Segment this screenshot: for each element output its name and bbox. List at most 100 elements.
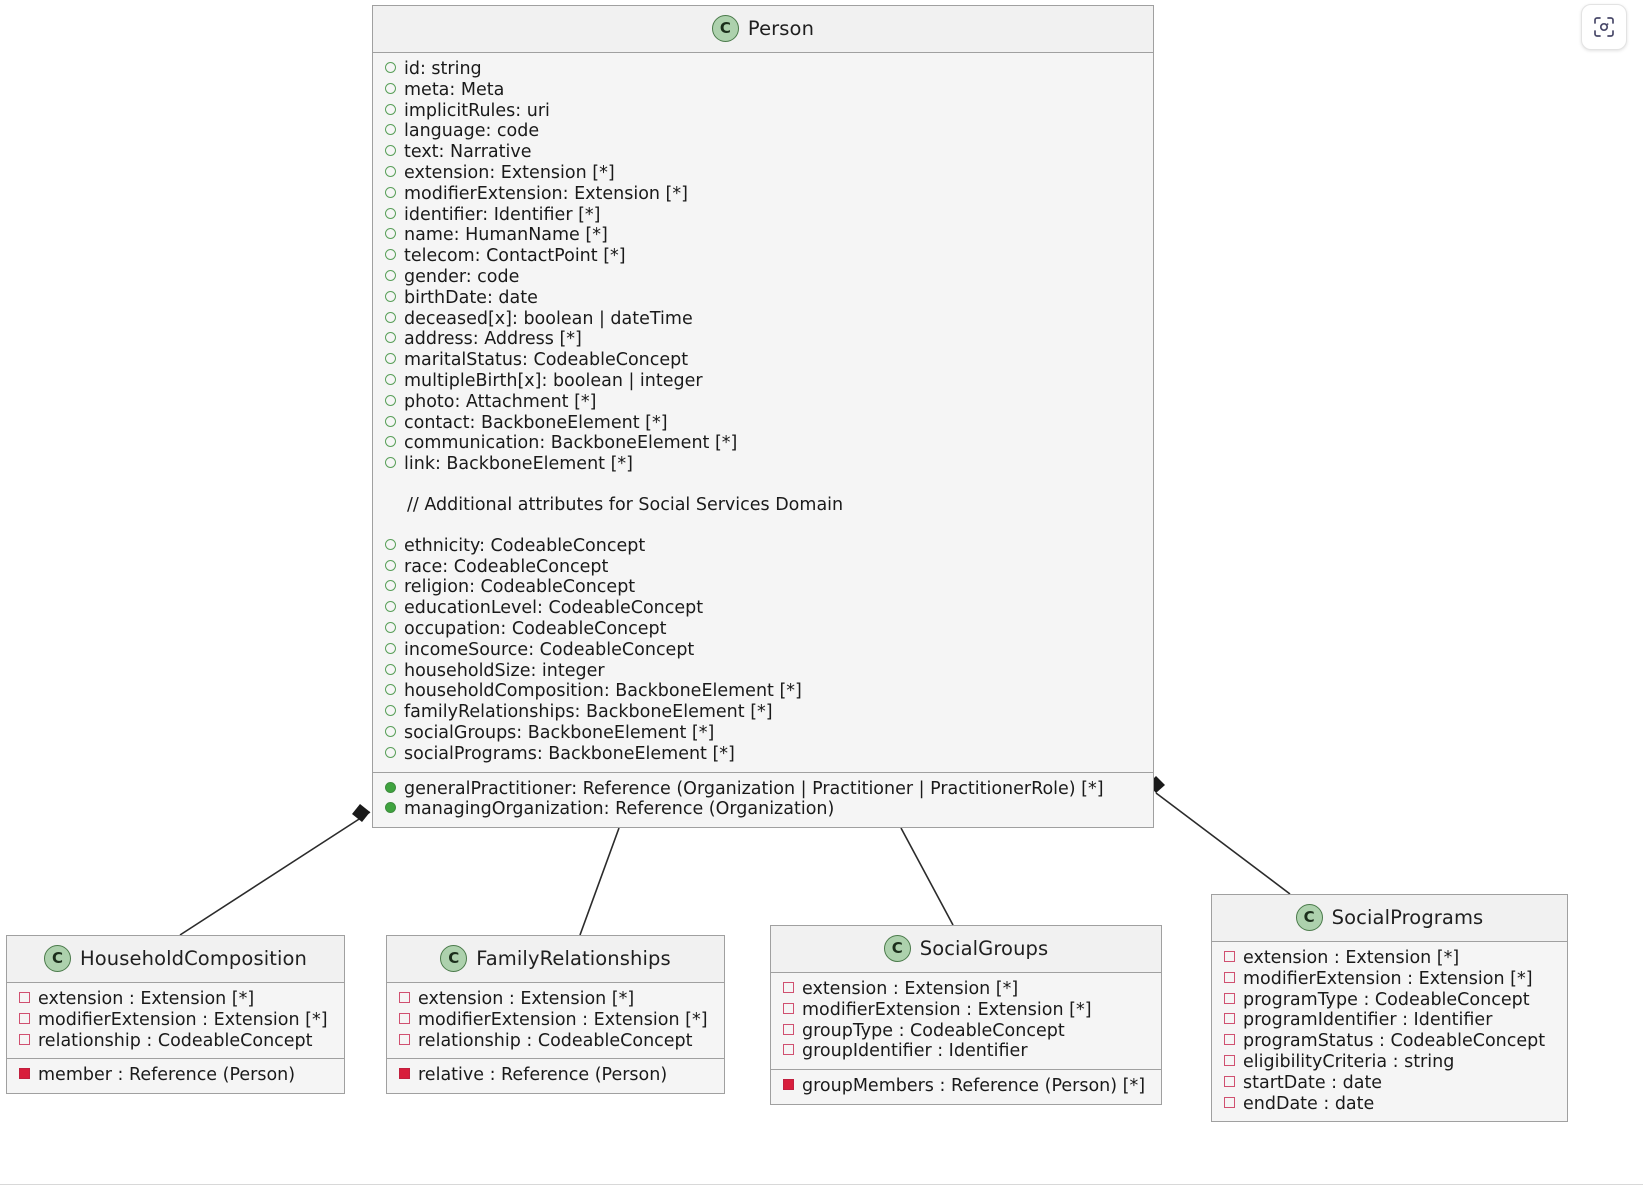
class-section-references: generalPractitioner: Reference (Organiza… [373,771,1153,828]
class-attribute-row: occupation: CodeableConcept [373,619,1153,640]
class-attribute-text: extension : Extension [*] [1243,948,1460,968]
visibility-protected-icon [385,601,396,613]
class-attribute-text: programStatus : CodeableConcept [1243,1031,1546,1052]
class-section-attributes: extension : Extension [*]modifierExtensi… [771,973,1161,1069]
class-section-attributes: extension : Extension [*]modifierExtensi… [387,983,724,1058]
class-attribute-row: member : Reference (Person) [7,1065,344,1086]
class-attribute-text: eligibilityCriteria : string [1243,1051,1455,1072]
class-attribute-row: implicitRules: uri [373,101,1153,122]
visibility-protected-icon [385,82,396,94]
visibility-protected-icon [385,373,396,385]
scan-focus-button[interactable] [1581,4,1627,50]
class-attribute-row: socialGroups: BackboneElement [*] [373,723,1153,744]
class-title-socialprograms: SocialPrograms [1331,906,1484,929]
class-attribute-text: identifier: Identifier [*] [404,204,601,225]
scan-focus-icon [1594,17,1614,37]
class-attribute-text: extension : Extension [*] [38,989,255,1009]
visibility-private-icon [783,1023,794,1035]
class-attribute-row: familyRelationships: BackboneElement [*] [373,702,1153,723]
class-attribute-text: link: BackboneElement [*] [404,454,633,475]
class-attribute-row: meta: Meta [373,80,1153,101]
class-attribute-row: contact: BackboneElement [*] [373,413,1153,434]
class-attribute-text: groupIdentifier : Identifier [802,1041,1028,1062]
class-title-householdcomposition: HouseholdComposition [80,947,307,970]
visibility-protected-icon [385,415,396,427]
visibility-protected-icon [385,186,396,198]
visibility-private-icon [1224,1075,1235,1087]
class-attribute-text: startDate : date [1243,1072,1383,1093]
visibility-private-icon [783,1044,794,1056]
class-attribute-row: extension: Extension [*] [373,163,1153,184]
class-box-householdcomposition[interactable]: C HouseholdComposition extension : Exten… [6,935,345,1095]
visibility-private-icon [1224,1054,1235,1066]
class-attribute-text: address: Address [*] [404,329,582,350]
visibility-protected-icon [385,621,396,633]
bottom-divider [0,1184,1643,1185]
visibility-protected-icon [385,684,396,696]
visibility-private-icon [399,1033,410,1045]
class-attribute-row: extension : Extension [*] [387,989,724,1010]
class-attribute-text: member : Reference (Person) [38,1065,296,1086]
class-section-attributes: extension : Extension [*]modifierExtensi… [7,983,344,1058]
class-attribute-row: photo: Attachment [*] [373,392,1153,413]
visibility-private-icon [19,992,30,1003]
class-header-householdcomposition: C HouseholdComposition [7,936,344,983]
class-attribute-row: eligibilityCriteria : string [1212,1052,1567,1073]
visibility-protected-icon [385,580,396,592]
class-attribute-text: photo: Attachment [*] [404,391,597,412]
visibility-protected-icon [385,145,396,157]
visibility-private-icon [399,992,410,1003]
visibility-protected-icon [385,103,396,115]
class-attribute-text: familyRelationships: BackboneElement [*] [404,702,773,723]
visibility-private-icon [19,1033,30,1045]
class-attribute-text: race: CodeableConcept [404,556,609,577]
class-box-familyrelationships[interactable]: C FamilyRelationships extension : Extens… [386,935,725,1095]
visibility-protected-icon [385,642,396,654]
class-attribute-row: name: HumanName [*] [373,225,1153,246]
class-attribute-row: programStatus : CodeableConcept [1212,1031,1567,1052]
class-attribute-row: endDate : date [1212,1094,1567,1115]
class-attribute-row: language: code [373,121,1153,142]
visibility-private-filled-icon [783,1079,794,1091]
class-attribute-row: relationship : CodeableConcept [7,1031,344,1052]
visibility-private-filled-icon [399,1068,410,1080]
class-section-references: relative : Reference (Person) [387,1058,724,1093]
visibility-protected-icon [385,311,396,323]
class-attribute-row: religion: CodeableConcept [373,577,1153,598]
class-attribute-row: educationLevel: CodeableConcept [373,598,1153,619]
class-attribute-text: gender: code [404,266,520,287]
class-attribute-text: modifierExtension : Extension [*] [38,1009,328,1030]
class-attribute-row: householdComposition: BackboneElement [*… [373,681,1153,702]
class-attribute-text: modifierExtension : Extension [*] [1243,968,1533,989]
visibility-private-icon [1224,1096,1235,1108]
class-attribute-row: birthDate: date [373,288,1153,309]
class-attribute-text: id: string [404,59,482,79]
visibility-protected-icon [385,124,396,136]
visibility-protected-icon [385,436,396,448]
visibility-private-icon [1224,992,1235,1004]
class-icon: C [883,935,911,962]
class-attribute-row: identifier: Identifier [*] [373,205,1153,226]
class-attribute-row: relative : Reference (Person) [387,1065,724,1086]
class-attribute-text: relationship : CodeableConcept [38,1030,313,1051]
class-attribute-text: educationLevel: CodeableConcept [404,598,704,619]
class-attribute-row: extension : Extension [*] [7,989,344,1010]
class-attribute-row: race: CodeableConcept [373,557,1153,578]
class-box-socialprograms[interactable]: C SocialPrograms extension : Extension [… [1211,894,1568,1123]
class-comment: // Additional attributes for Social Serv… [373,495,1153,516]
class-attribute-text: programIdentifier : Identifier [1243,1010,1493,1031]
class-attribute-row: programIdentifier : Identifier [1212,1010,1567,1031]
class-icon: C [1295,904,1323,931]
class-attribute-text: extension : Extension [*] [802,979,1019,999]
class-section-references: member : Reference (Person) [7,1058,344,1093]
class-attribute-text: managingOrganization: Reference (Organiz… [404,799,835,820]
class-attribute-row: multipleBirth[x]: boolean | integer [373,371,1153,392]
class-section-references: groupMembers : Reference (Person) [*] [771,1069,1161,1104]
class-box-socialgroups[interactable]: C SocialGroups extension : Extension [*]… [770,925,1162,1105]
row-spacer [373,516,1153,536]
class-attribute-row: communication: BackboneElement [*] [373,433,1153,454]
visibility-protected-icon [385,538,396,550]
class-attribute-text: maritalStatus: CodeableConcept [404,350,689,371]
